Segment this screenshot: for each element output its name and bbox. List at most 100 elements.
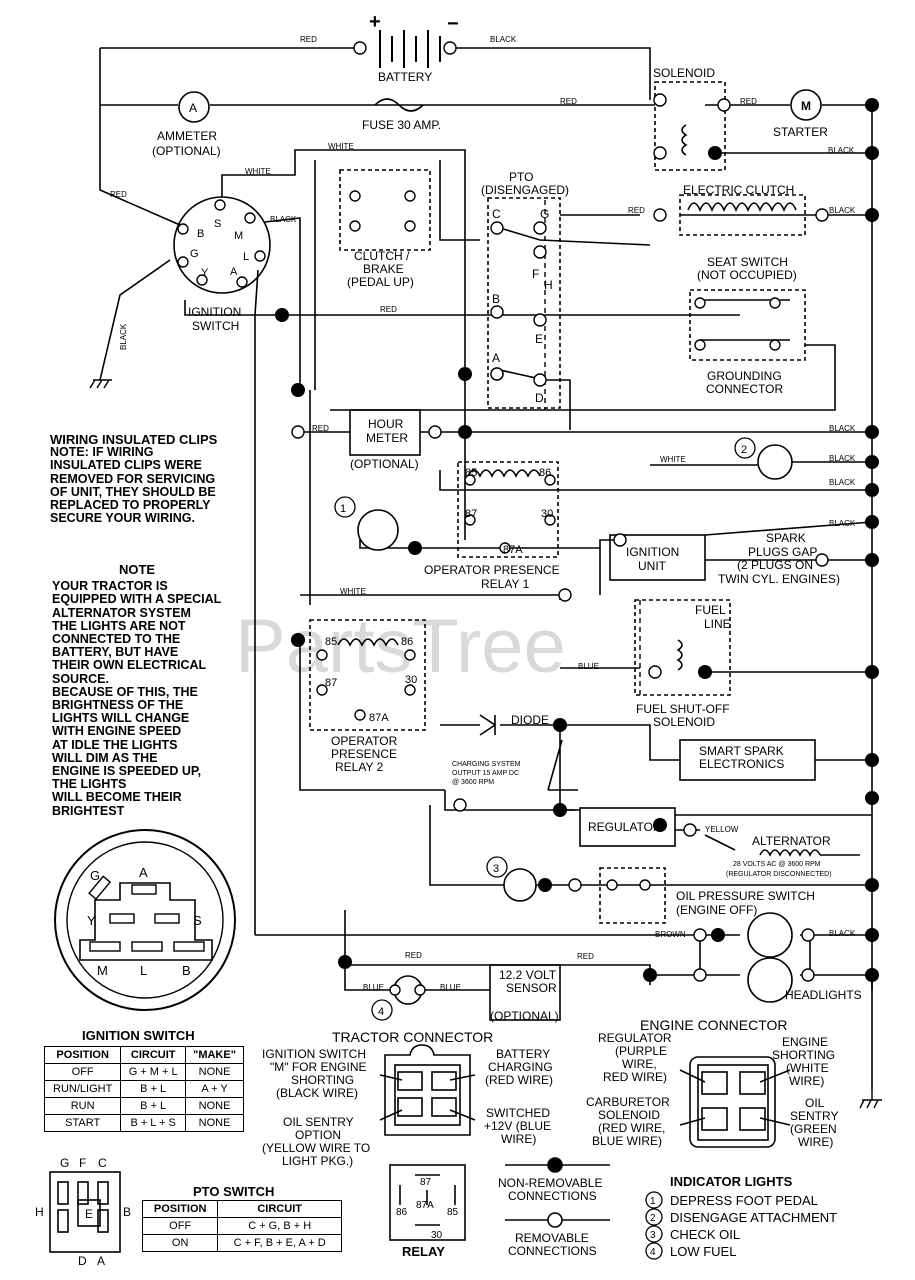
oil-switch-line1: OIL PRESSURE SWITCH: [676, 889, 815, 903]
clips-note-line: NOTE: IF WIRING: [50, 445, 154, 460]
ign-switch-line1: IGNITION: [188, 305, 241, 319]
relay-leg-86: 86: [396, 1207, 408, 1218]
face-a: A: [139, 865, 148, 880]
ind-num-2: 2: [650, 1213, 656, 1224]
pto-pin-a: A: [492, 351, 500, 365]
wire-red-9: RED: [577, 952, 594, 961]
electric-clutch-label: ELECTRIC CLUTCH: [683, 183, 794, 197]
alt-spec-line1: 28 VOLTS AC @ 3600 RPM: [733, 861, 821, 868]
wire-blue-1: BLUE: [578, 662, 599, 671]
smart-spark-line1: SMART SPARK: [699, 744, 784, 758]
sensor-line1: 12.2 VOLT: [499, 968, 557, 982]
ignition-unit-line1: IGNITION: [626, 545, 679, 559]
relay1-pin87a: 87A: [503, 544, 523, 556]
ign-pin-y: Y: [201, 267, 209, 279]
battery-symbol: [379, 30, 441, 68]
seat-switch-line2: (NOT OCCUPIED): [697, 268, 797, 282]
table-header: "MAKE": [185, 1046, 244, 1064]
removable-connections: [177, 41, 829, 996]
grounding-line1: GROUNDING: [707, 369, 782, 383]
face-l: L: [140, 963, 147, 978]
table-cell: OFF: [43, 1063, 122, 1081]
wire-red-3: RED: [560, 97, 577, 106]
diode-label: DIODE: [511, 713, 549, 727]
ignition-unit-line2: UNIT: [638, 559, 667, 573]
alternator-label: ALTERNATOR: [752, 834, 831, 848]
table-cell: B + L: [120, 1097, 187, 1115]
relay-leg-30: 30: [431, 1230, 443, 1241]
pto-pin-e: E: [535, 332, 543, 346]
tc-ign-line1: IGNITION SWITCH: [262, 1047, 366, 1061]
pto-face-h: H: [35, 1205, 44, 1219]
pto-face-g: G: [60, 1156, 69, 1170]
table-header: POSITION: [43, 1046, 122, 1064]
tractor-connector: [379, 1044, 476, 1136]
alt-note-line: WILL BECOME THEIR: [52, 790, 182, 805]
tractor-connector-title: TRACTOR CONNECTOR: [332, 1029, 493, 1045]
wire-black-7: BLACK: [829, 454, 856, 463]
ind-text-1: DEPRESS FOOT PEDAL: [670, 1193, 818, 1208]
indicator-title: INDICATOR LIGHTS: [670, 1174, 793, 1189]
face-s: S: [193, 913, 202, 928]
relay1-pin30: 30: [541, 508, 553, 520]
pto-face-e: E: [85, 1207, 93, 1221]
ign-pin-a: A: [230, 266, 238, 278]
alt-note-line: CONNECTED TO THE: [52, 632, 181, 647]
hour-meter-line2: METER: [366, 431, 408, 445]
relay1-pin87: 87: [465, 508, 477, 520]
ind-text-2: DISENGAGE ATTACHMENT: [670, 1210, 837, 1225]
ec-reg-line2: (PURPLE: [615, 1044, 667, 1058]
charging-line3: @ 3600 RPM: [452, 779, 494, 786]
clips-note-line: INSULATED CLIPS WERE: [50, 458, 202, 473]
relay2-line1: OPERATOR: [331, 734, 398, 748]
wire-black-4: BLACK: [119, 323, 128, 350]
ign-pin-m: M: [234, 230, 243, 242]
badge-3: 3: [493, 863, 499, 875]
relay2-pin30: 30: [405, 674, 417, 686]
clips-note-line: SECURE YOUR WIRING.: [50, 511, 195, 526]
charging-line2: OUTPUT 15 AMP DC: [452, 770, 519, 777]
clips-note-line: REPLACED TO PROPERLY: [50, 498, 211, 513]
alt-note-line: BRIGHTEST: [52, 803, 125, 818]
badge-2: 2: [741, 444, 747, 456]
face-m: M: [97, 963, 108, 978]
ec-short-line1: ENGINE: [782, 1035, 828, 1049]
clips-note-line: REMOVED FOR SERVICING: [50, 471, 216, 486]
table-header: POSITION: [141, 1200, 219, 1218]
labels: + − BATTERY RED BLACK SOLENOID STARTER M…: [35, 11, 862, 1268]
dashed-lines: [544, 200, 641, 695]
table-cell: ON: [141, 1234, 219, 1252]
alt-note-line: BECAUSE OF THIS, THE: [52, 684, 198, 699]
relay1-line2: RELAY 1: [481, 577, 530, 591]
ec-sentry-line2: SENTRY: [790, 1109, 838, 1123]
table-header: CIRCUIT: [120, 1046, 187, 1064]
alt-note-line: ALTERNATOR SYSTEM: [52, 605, 191, 620]
pto-pin-d: D: [535, 391, 544, 405]
relay-legend-box: [389, 1164, 466, 1241]
starter-m: M: [801, 99, 811, 113]
relay2-pin85: 85: [325, 636, 337, 648]
clips-note-title: WIRING INSULATED CLIPS: [50, 432, 218, 447]
wire-black-6: BLACK: [829, 424, 856, 433]
ec-sentry-line1: OIL: [805, 1096, 825, 1110]
engine-connector: [679, 1056, 791, 1148]
spark-line3: (2 PLUGS ON: [737, 558, 813, 572]
battery-minus: −: [447, 13, 459, 35]
wire-white-2: WHITE: [328, 142, 354, 151]
fuse-symbol: [374, 98, 424, 112]
wire-black-9: BLACK: [829, 519, 856, 528]
wire-black-1: BLACK: [490, 35, 517, 44]
ign-switch-line2: SWITCH: [192, 319, 239, 333]
tc-oil-line4: LIGHT PKG.): [282, 1154, 353, 1168]
legend-nonrem-line1: NON-REMOVABLE: [498, 1176, 602, 1190]
relay2-pin87a: 87A: [369, 712, 389, 724]
ind-text-4: LOW FUEL: [670, 1244, 736, 1259]
tc-sw-line1: SWITCHED: [486, 1106, 550, 1120]
relay-leg-87: 87: [420, 1177, 432, 1188]
smart-spark-line2: ELECTRONICS: [699, 757, 784, 771]
oil-switch-line2: (ENGINE OFF): [676, 903, 757, 917]
alt-spec-line2: (REGULATOR DISCONNECTED): [726, 871, 832, 878]
tc-oil-line3: (YELLOW WIRE TO: [262, 1141, 370, 1155]
